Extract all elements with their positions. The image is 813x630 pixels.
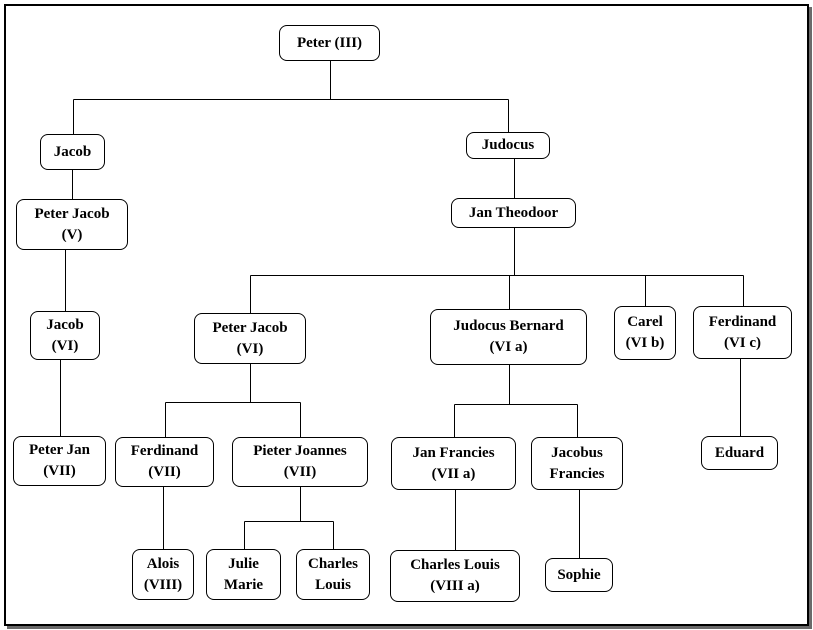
node-label-line-2: (VI a) xyxy=(489,339,528,355)
node-label-line-1: Julie xyxy=(228,555,259,572)
node-sophie: Sophie xyxy=(545,558,613,592)
node-carel: Carel (VI b) xyxy=(614,306,676,360)
node-label-line-2: (VII) xyxy=(148,464,181,480)
node-label-line-1: Jan Francies xyxy=(412,444,495,461)
node-label-line-2: Francies xyxy=(549,465,605,482)
node-label-line-1: Ferdinand xyxy=(130,443,199,459)
node-label-line-2: Marie xyxy=(223,576,264,593)
node-charles-louis-1: Charles Louis xyxy=(296,549,370,600)
node-label-line-1: Charles xyxy=(308,555,358,572)
node-label-line-2: (VII a) xyxy=(431,465,476,482)
node-label-line-1: Pieter Joannes xyxy=(253,443,347,459)
node-label-line-2: (VI) xyxy=(51,337,79,354)
node-jan-francies: Jan Francies (VII a) xyxy=(391,437,516,490)
node-label-line-2: Louis xyxy=(315,576,351,593)
node-label: Peter (III) xyxy=(296,34,363,51)
node-jan-theodoor: Jan Theodoor xyxy=(451,198,576,228)
node-judocus-bernard: Judocus Bernard (VI a) xyxy=(430,309,587,365)
node-label-line-2: (VI) xyxy=(236,340,264,357)
node-label: Sophie xyxy=(557,566,601,583)
node-judocus: Judocus xyxy=(466,132,550,159)
node-peter-iii: Peter (III) xyxy=(279,25,380,61)
node-eduard: Eduard xyxy=(701,436,778,470)
node-label-line-1: Peter Jan xyxy=(29,442,90,458)
node-label-line-1: Alois xyxy=(146,555,180,572)
node-label-line-1: Carel xyxy=(627,314,663,330)
node-label-line-1: Peter Jacob xyxy=(34,205,110,222)
node-jacobus-francies: Jacobus Francies xyxy=(531,437,623,490)
node-label-line-2: (VII) xyxy=(283,464,317,480)
node-label: Judocus xyxy=(481,137,535,153)
node-jacob: Jacob xyxy=(40,134,105,170)
node-jacob-vi: Jacob (VI) xyxy=(30,311,100,360)
node-label-line-2: (VII) xyxy=(43,463,76,479)
node-peter-jan: Peter Jan (VII) xyxy=(13,436,106,486)
node-label: Jacob xyxy=(53,143,92,160)
node-ferdinand-vii: Ferdinand (VII) xyxy=(115,437,214,487)
node-label: Eduard xyxy=(714,444,765,461)
node-ferdinand-vi-c: Ferdinand (VI c) xyxy=(693,306,792,359)
node-alois: Alois (VIII) xyxy=(132,549,194,600)
node-julie-marie: Julie Marie xyxy=(206,549,281,600)
node-label: Jan Theodoor xyxy=(468,204,559,221)
node-label-line-1: Jacob xyxy=(46,316,84,333)
node-label-line-2: (VIII a) xyxy=(430,578,480,594)
node-label-line-1: Ferdinand xyxy=(708,313,777,330)
node-peter-jacob-vi: Peter Jacob (VI) xyxy=(194,313,306,364)
node-label-line-1: Peter Jacob xyxy=(212,319,288,336)
node-label-line-2: (VI b) xyxy=(625,335,665,351)
node-peter-jacob-v: Peter Jacob (V) xyxy=(16,199,128,250)
node-label-line-2: (VIII) xyxy=(143,576,183,593)
node-pieter-joannes: Pieter Joannes (VII) xyxy=(232,437,368,487)
node-label-line-2: (V) xyxy=(61,226,83,243)
node-label-line-1: Jacobus xyxy=(551,444,603,461)
node-label-line-1: Charles Louis xyxy=(410,557,500,573)
node-label-line-2: (VI c) xyxy=(723,334,762,351)
node-label-line-1: Judocus Bernard xyxy=(453,318,564,334)
node-charles-louis-2: Charles Louis (VIII a) xyxy=(390,550,520,602)
